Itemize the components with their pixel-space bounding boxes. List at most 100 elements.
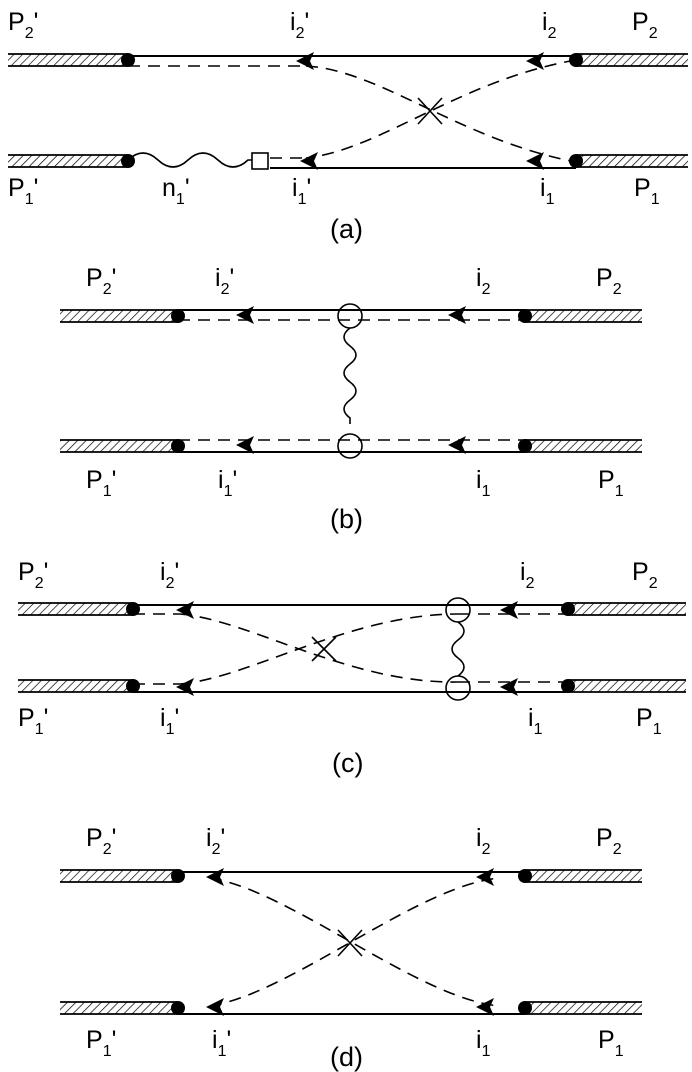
label-P2: P2 xyxy=(596,264,622,298)
label-i1-prime: i1' xyxy=(218,466,237,500)
hatched-bar-top-right xyxy=(568,603,686,615)
hatched-bar-bottom-right xyxy=(525,1002,642,1014)
label-P2-prime: P2' xyxy=(8,8,38,42)
arrow-bottom-right xyxy=(500,678,518,696)
vertex-dot xyxy=(171,309,185,323)
arrow-top-right xyxy=(448,306,466,324)
label-P1: P1 xyxy=(598,466,624,500)
vertex-dot xyxy=(171,1001,185,1015)
arrow-bottom-left xyxy=(206,998,224,1016)
label-i2: i2 xyxy=(520,558,535,592)
hatched-bar-bottom-left xyxy=(8,155,128,167)
vertex-dot xyxy=(518,869,532,883)
label-i1: i1 xyxy=(476,1026,491,1060)
label-i2-prime: i2' xyxy=(206,824,225,858)
hatched-bar-bottom-right xyxy=(525,440,642,452)
hatched-bar-top-left xyxy=(18,603,133,615)
dashed-cross-1 xyxy=(209,877,501,1007)
caption-d: (d) xyxy=(330,1042,363,1072)
label-P1: P1 xyxy=(634,174,660,208)
vertex-dot xyxy=(171,439,185,453)
label-i2: i2 xyxy=(476,824,491,858)
hatched-bar-top-left xyxy=(60,870,178,882)
vertex-dot xyxy=(126,602,140,616)
hatched-bar-top-left xyxy=(8,54,128,66)
label-i1: i1 xyxy=(528,704,543,738)
vertex-dot xyxy=(569,53,583,67)
arrow-top-left xyxy=(176,601,194,619)
arrow-bottom-right xyxy=(448,436,466,454)
label-i2: i2 xyxy=(542,8,557,42)
arrow-bottom-mid xyxy=(300,152,318,170)
hatched-bar-bottom-right xyxy=(576,155,688,167)
arrow-top-right xyxy=(476,868,494,886)
label-P1: P1 xyxy=(636,704,662,738)
label-n1-prime: n1' xyxy=(162,174,190,208)
caption-a: (a) xyxy=(330,214,363,244)
label-P1: P1 xyxy=(598,1026,624,1060)
open-circle-vertex-top xyxy=(337,303,363,329)
hatched-bar-top-left xyxy=(60,310,178,322)
hatched-bar-top-right xyxy=(525,870,642,882)
vertex-dot xyxy=(121,53,135,67)
arrow-top-mid xyxy=(296,52,314,70)
arrow-bottom-right xyxy=(526,152,544,170)
wavy-line xyxy=(127,152,252,168)
vertex-dot xyxy=(518,439,532,453)
dashed-cross-2 xyxy=(179,613,459,685)
hatched-bar-bottom-right xyxy=(568,680,686,692)
label-P2-prime: P2' xyxy=(18,558,48,592)
vertex-dot xyxy=(171,869,185,883)
arrow-top-left xyxy=(206,868,224,886)
vertex-dot xyxy=(518,1001,532,1015)
label-P2-prime: P2' xyxy=(86,824,116,858)
hatched-bar-bottom-left xyxy=(60,1002,178,1014)
label-i2-prime: i2' xyxy=(160,558,179,592)
arrow-bottom-left xyxy=(236,436,254,454)
panel-a: P2' i2' i2 P2 P1' n1' i1' i1 P1 (a) xyxy=(8,8,688,244)
open-circle-vertex-top xyxy=(445,597,471,623)
label-i1-prime: i1' xyxy=(160,704,179,738)
hatched-bar-top-right xyxy=(576,54,688,66)
hatched-bar-bottom-left xyxy=(60,440,178,452)
arrow-bottom-left xyxy=(176,678,194,696)
caption-c: (c) xyxy=(332,748,363,778)
vertex-dot xyxy=(121,154,135,168)
label-P2: P2 xyxy=(596,824,622,858)
panel-d: P2' i2' i2 P2 P1' i1' i1 P1 (d) xyxy=(60,824,642,1072)
label-i2: i2 xyxy=(476,264,491,298)
dashed-cross-2 xyxy=(209,877,501,1007)
wavy-line-vertical xyxy=(451,621,465,677)
label-i2-prime: i2' xyxy=(215,264,234,298)
panel-b: P2' i2' i2 P2 P1' i1' i1 P1 (b) xyxy=(60,264,642,534)
vertex-dot xyxy=(561,602,575,616)
label-P2-prime: P2' xyxy=(86,264,116,298)
arrow-top-right xyxy=(526,52,544,70)
arrow-top-left xyxy=(236,306,254,324)
label-P2: P2 xyxy=(632,8,658,42)
label-P1-prime: P1' xyxy=(86,466,116,500)
vertex-dot xyxy=(518,309,532,323)
label-P1-prime: P1' xyxy=(8,174,38,208)
label-P2: P2 xyxy=(632,558,658,592)
vertex-dot xyxy=(569,154,583,168)
dashed-cross-2 xyxy=(305,59,577,159)
open-circle-vertex-bottom xyxy=(337,433,363,459)
vertex-dot xyxy=(561,679,575,693)
open-circle-vertex-bottom xyxy=(445,675,471,701)
panel-c: P2' i2' i2 P2 P1' i1' i1 P1 (c) xyxy=(18,558,686,778)
label-i1: i1 xyxy=(540,174,555,208)
vertex-dot xyxy=(126,679,140,693)
caption-b: (b) xyxy=(330,504,363,534)
label-i1-prime: i1' xyxy=(292,174,311,208)
square-vertex xyxy=(251,152,269,170)
label-P1-prime: P1' xyxy=(86,1026,116,1060)
dashed-cross-1 xyxy=(179,613,459,683)
hatched-bar-bottom-left xyxy=(18,680,133,692)
wavy-line-vertical xyxy=(343,327,357,424)
label-i1: i1 xyxy=(476,466,491,500)
arrow-top-right xyxy=(500,601,518,619)
label-i1-prime: i1' xyxy=(212,1026,231,1060)
hatched-bar-top-right xyxy=(525,310,642,322)
